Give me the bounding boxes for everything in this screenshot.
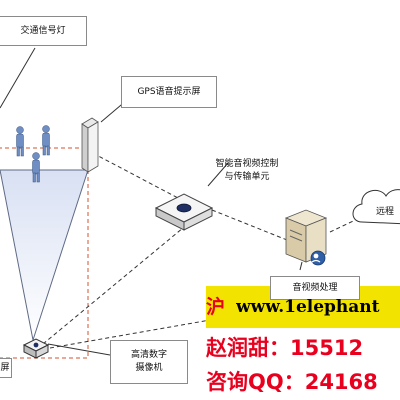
hd-camera-label-line2: 摄像机 xyxy=(135,363,163,373)
av-control-label-line2: 与传输单元 xyxy=(224,172,270,182)
hd-camera-label: 高清数字 摄像机 xyxy=(110,340,188,384)
partial-left-label: 屏 xyxy=(0,358,12,378)
watermark-contact-qq: 咨询QQ：24168 xyxy=(206,370,378,394)
av-processing-label: 音视频处理 xyxy=(270,276,360,300)
watermark-contact-name: 赵润甜：15512 xyxy=(206,336,364,360)
watermark-partial: 沪 xyxy=(206,296,226,318)
traffic-light-label: 交通信号灯 xyxy=(0,16,87,46)
gps-screen-label: GPS语音提示屏 xyxy=(121,76,217,108)
server-device xyxy=(284,209,328,266)
av-control-unit-device xyxy=(154,193,214,231)
cloud-icon xyxy=(352,189,400,225)
remote-label: 远程 xyxy=(376,207,395,217)
av-control-label: 智能音视频控制 与传输单元 xyxy=(207,158,287,184)
leader-lines xyxy=(0,47,303,356)
watermark-url: www.1elephant xyxy=(236,297,380,317)
gps-screen-device xyxy=(81,117,99,173)
hd-camera-device xyxy=(22,338,50,359)
camera-view-beam xyxy=(0,169,89,341)
person-icon xyxy=(16,125,50,183)
hd-camera-label-line1: 高清数字 xyxy=(130,350,167,360)
av-control-label-line1: 智能音视频控制 xyxy=(215,159,279,169)
